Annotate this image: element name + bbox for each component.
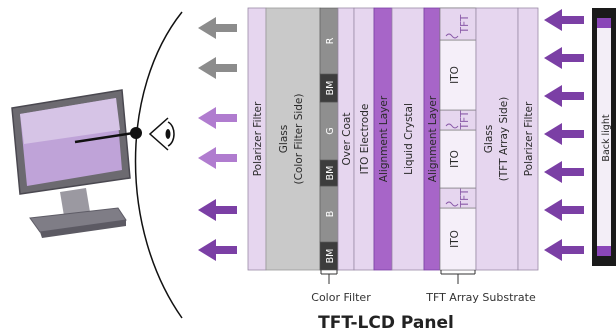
backlight-arrow bbox=[544, 239, 584, 261]
tft-cell bbox=[439, 39, 477, 111]
tft-array-column: ITO TFT ITO TFT ITO TFT bbox=[439, 7, 477, 271]
light-arrow bbox=[198, 17, 237, 39]
backlight-label: Back light bbox=[601, 114, 612, 161]
polarizer-right-layer bbox=[517, 7, 539, 271]
polarizer-left-label: Polarizer Filter bbox=[252, 101, 264, 176]
monitor-icon bbox=[11, 89, 131, 238]
tft-symbol-icon bbox=[445, 33, 459, 39]
glass-cf-label-line1: Glass bbox=[278, 125, 290, 153]
overcoat-label: Over Coat bbox=[341, 113, 353, 166]
ito-electrode-label: ITO Electrode bbox=[359, 104, 371, 175]
glass-tft-layer bbox=[475, 7, 519, 271]
tft-cell bbox=[439, 7, 477, 41]
tft-cell-label: TFT bbox=[459, 188, 471, 208]
view-line bbox=[74, 130, 141, 144]
liquid-crystal-layer bbox=[391, 7, 425, 271]
tft-symbol-icon bbox=[445, 123, 459, 129]
backlight-arrow bbox=[544, 161, 584, 183]
light-arrow bbox=[198, 57, 237, 79]
light-arrow bbox=[198, 147, 237, 169]
color-filter-cell-label: R bbox=[325, 37, 336, 44]
color-filter-cell-label: B bbox=[325, 211, 336, 218]
polarizer-right-label: Polarizer Filter bbox=[523, 101, 535, 176]
glass-cf-label-line2: (Color Filter Side) bbox=[293, 94, 305, 185]
tft-cell-label: ITO bbox=[449, 66, 461, 84]
eye-icon bbox=[148, 117, 175, 151]
emitted-light-arrows bbox=[198, 17, 237, 261]
color-filter-bracket bbox=[320, 270, 338, 284]
view-dot bbox=[130, 127, 142, 139]
backlight-arrow bbox=[544, 9, 584, 31]
diagram-title: TFT-LCD Panel bbox=[318, 313, 454, 332]
color-filter-cell-label: BM bbox=[325, 166, 336, 181]
alignment-left-label: Alignment Layer bbox=[378, 95, 390, 182]
tft-cell bbox=[439, 207, 477, 271]
color-filter-cell-label: G bbox=[325, 127, 336, 134]
glass-tft-label-line1: Glass bbox=[483, 125, 495, 153]
backlight-arrow bbox=[544, 199, 584, 221]
tft-cell-label: ITO bbox=[449, 230, 461, 248]
tft-array-bracket bbox=[440, 270, 476, 284]
backlight-unit bbox=[592, 8, 616, 266]
backlight-arrow bbox=[544, 85, 584, 107]
tft-array-caption: TFT Array Substrate bbox=[425, 291, 536, 304]
glass-tft-label-line2: (TFT Array Side) bbox=[498, 97, 510, 182]
tft-cell-label: ITO bbox=[449, 150, 461, 168]
liquid-crystal-label: Liquid Crystal bbox=[403, 103, 415, 175]
backlight-arrow bbox=[544, 123, 584, 145]
light-arrow bbox=[198, 199, 237, 221]
light-arrow bbox=[198, 239, 237, 261]
tft-cell-label: TFT bbox=[459, 14, 471, 34]
color-filter-cell-label: BM bbox=[325, 249, 336, 264]
color-filter-caption: Color Filter bbox=[311, 291, 371, 304]
tft-symbol-icon bbox=[445, 201, 459, 207]
backlight-arrow bbox=[544, 47, 584, 69]
eye-arc bbox=[134, 11, 183, 319]
glass-color-filter-layer bbox=[265, 7, 321, 271]
backlight-arrows bbox=[544, 9, 584, 261]
alignment-right-label: Alignment Layer bbox=[427, 95, 439, 182]
color-filter-cell-label: BM bbox=[325, 81, 336, 96]
tft-cell bbox=[439, 129, 477, 189]
color-filter-column: BM B BM G BM R bbox=[319, 7, 339, 271]
light-arrow bbox=[198, 107, 237, 129]
tft-cell-label: TFT bbox=[459, 110, 471, 130]
